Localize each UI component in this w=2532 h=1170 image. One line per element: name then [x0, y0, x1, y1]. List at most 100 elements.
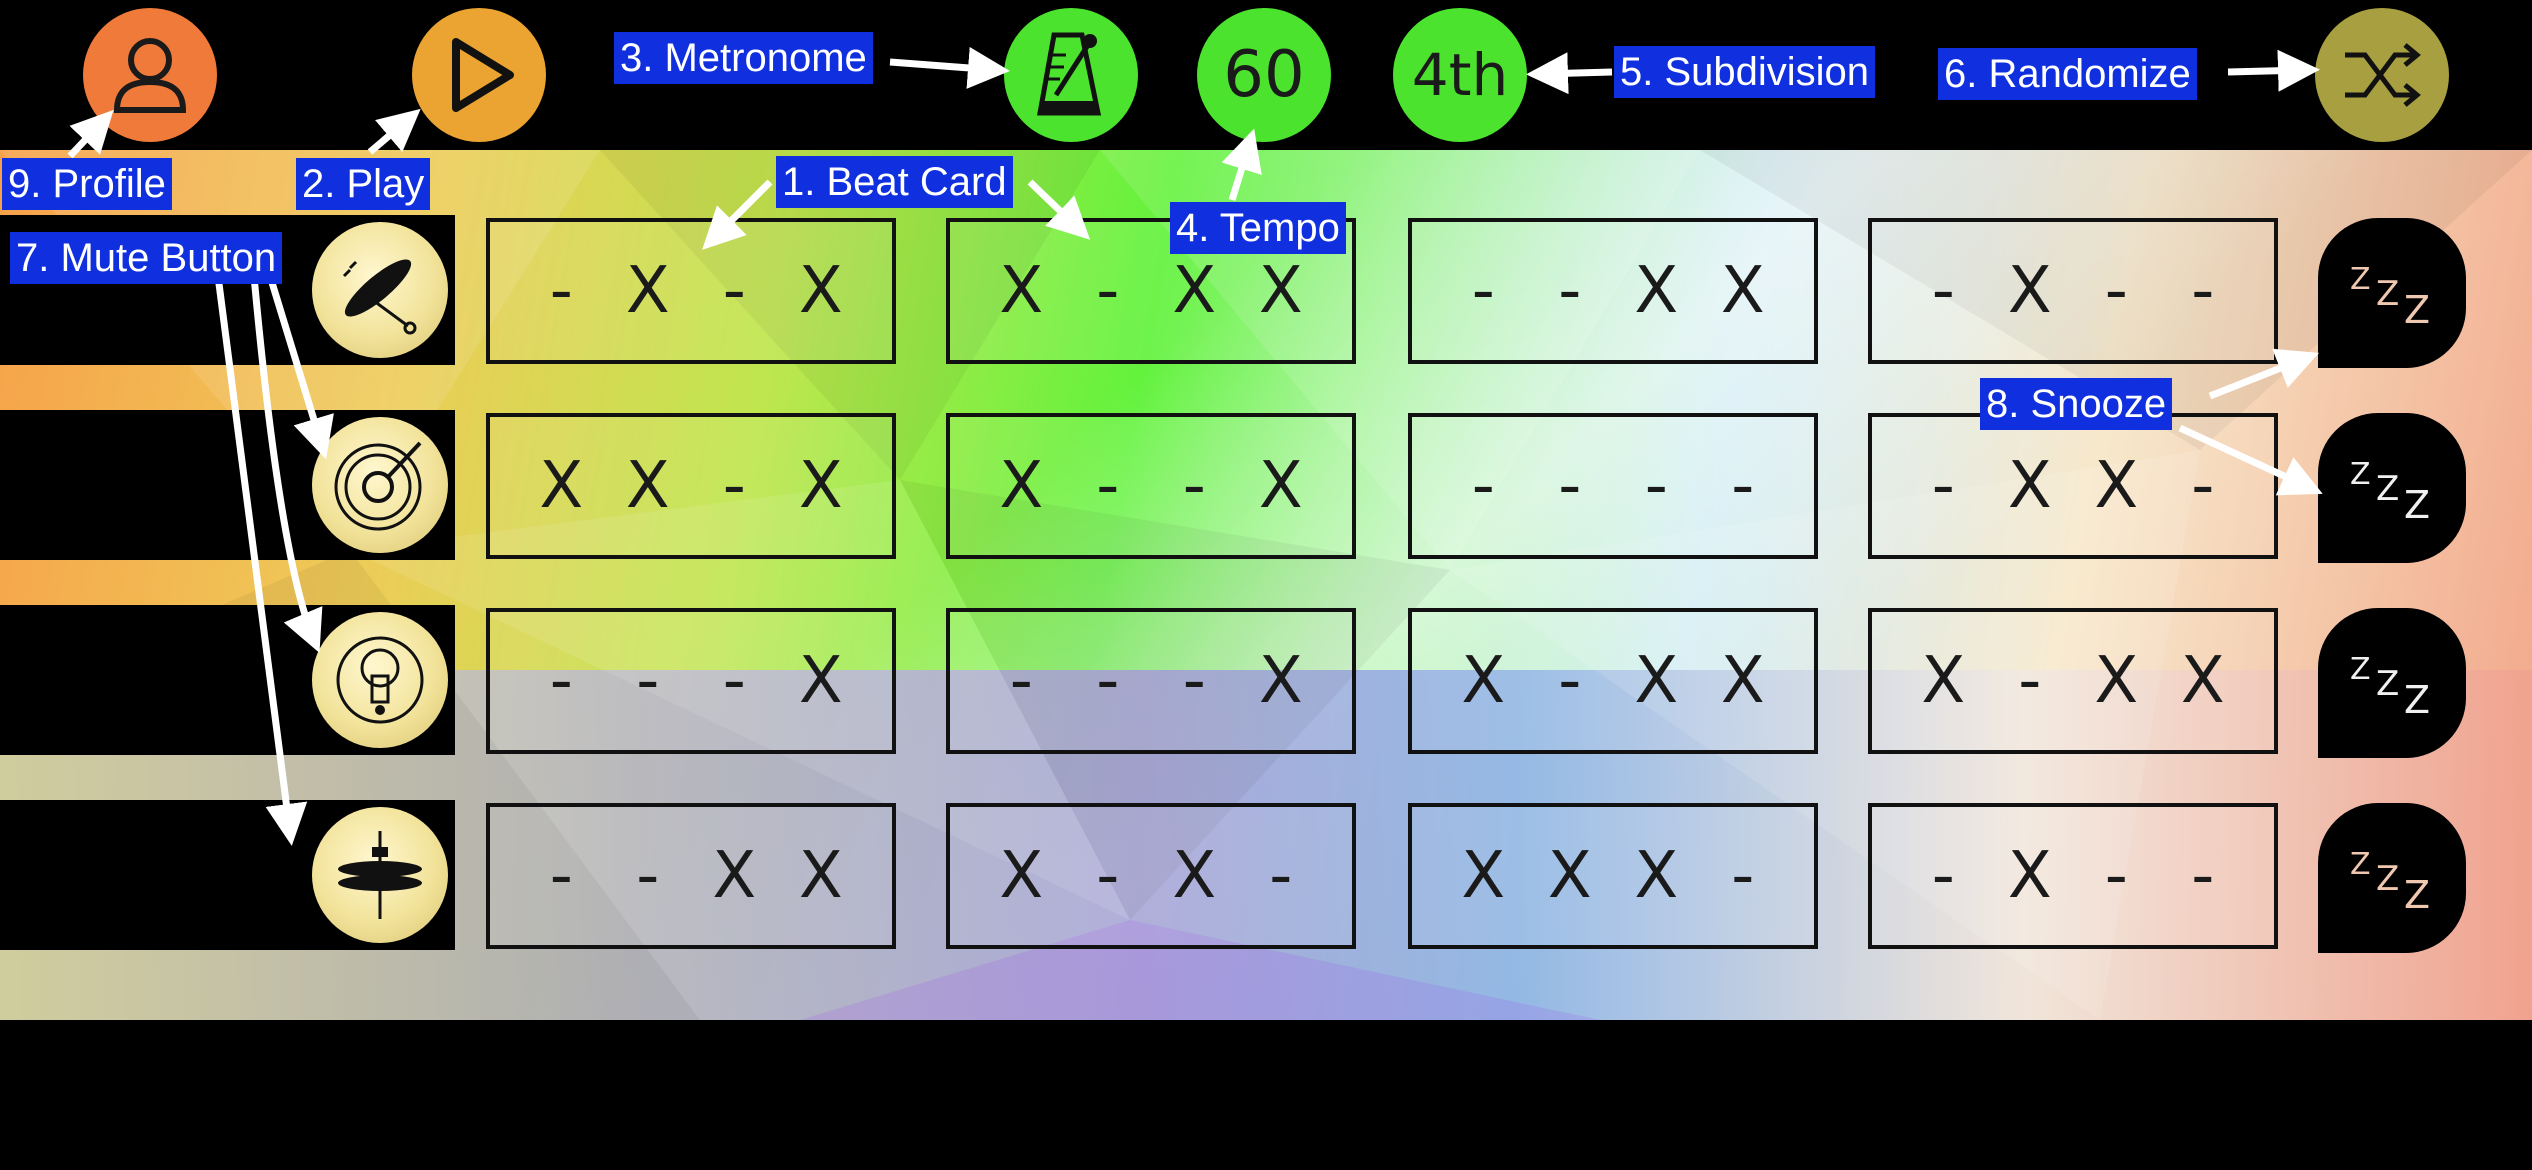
svg-text:Z: Z [2376, 274, 2399, 314]
beat-step: - [1931, 449, 1955, 523]
kick-drum-icon [336, 636, 424, 724]
beat-step: - [1269, 839, 1293, 913]
annotation-snooze: 8. Snooze [1980, 378, 2173, 430]
beat-step: X [798, 254, 843, 328]
beat-step: X [2007, 839, 2052, 913]
mute-button-kick[interactable] [312, 612, 448, 748]
beat-step: X [2007, 254, 2052, 328]
beat-step: - [2104, 254, 2128, 328]
beat-step: - [1644, 449, 1668, 523]
svg-text:Z: Z [2350, 847, 2371, 882]
svg-text:Z: Z [2350, 262, 2371, 297]
beat-step: X [1720, 644, 1765, 718]
snooze-button-2[interactable]: Z Z Z [2318, 413, 2466, 563]
beat-step: - [2191, 254, 2215, 328]
beat-step: - [1182, 449, 1206, 523]
beat-step: - [1558, 449, 1582, 523]
svg-text:Z: Z [2350, 457, 2371, 492]
beat-step: X [1547, 839, 1592, 913]
annotation-beat-card: 1. Beat Card [776, 156, 1013, 208]
beat-step: X [2007, 449, 2052, 523]
beat-step: - [549, 839, 573, 913]
beat-step: X [1258, 254, 1303, 328]
beat-step: X [1172, 254, 1217, 328]
beat-step: - [1096, 644, 1120, 718]
beat-step: - [1009, 644, 1033, 718]
subdivision-button[interactable]: 4th [1393, 8, 1527, 142]
svg-text:Z: Z [2350, 652, 2371, 687]
snooze-button-4[interactable]: Z Z Z [2318, 803, 2466, 953]
beat-card[interactable]: ---X [946, 608, 1356, 754]
beat-step: X [999, 839, 1044, 913]
beat-step: - [2191, 449, 2215, 523]
beat-step: X [2094, 644, 2139, 718]
beat-card[interactable]: -X-X [486, 218, 896, 364]
beat-step: X [1461, 644, 1506, 718]
annotation-randomize: 6. Randomize [1938, 48, 2197, 100]
beat-step: - [1931, 254, 1955, 328]
cymbal-stick-icon [342, 259, 417, 335]
subdivision-value: 4th [1411, 41, 1509, 109]
mute-button-hihat[interactable] [312, 807, 448, 943]
beat-step: - [1558, 644, 1582, 718]
beat-step: - [549, 254, 573, 328]
beat-step: X [1921, 644, 1966, 718]
beat-step: X [1461, 839, 1506, 913]
profile-button[interactable] [83, 8, 217, 142]
beat-step: - [1471, 449, 1495, 523]
mute-button-snare[interactable] [312, 417, 448, 553]
beat-card[interactable]: -X-- [1868, 218, 2278, 364]
beat-step: - [636, 644, 660, 718]
mute-button-cymbal[interactable] [312, 222, 448, 358]
beat-step: - [549, 644, 573, 718]
snooze-button-3[interactable]: Z Z Z [2318, 608, 2466, 758]
beat-card[interactable]: -X-- [1868, 803, 2278, 949]
play-button[interactable] [412, 8, 546, 142]
beat-step: - [1731, 839, 1755, 913]
annotation-mute-button: 7. Mute Button [10, 232, 283, 284]
beat-step: - [1931, 839, 1955, 913]
profile-icon [113, 38, 187, 113]
play-icon [452, 38, 514, 112]
beat-card[interactable]: ---- [1408, 413, 1818, 559]
beat-step: - [722, 254, 746, 328]
beat-step: X [1634, 839, 1679, 913]
beat-step: X [798, 644, 843, 718]
metronome-icon [1037, 32, 1102, 116]
beat-card[interactable]: X-X- [946, 803, 1356, 949]
svg-text:Z: Z [2376, 664, 2399, 704]
beat-step: - [2104, 839, 2128, 913]
beat-step: X [2180, 644, 2225, 718]
annotation-subdivision: 5. Subdivision [1614, 46, 1876, 98]
beat-step: - [636, 839, 660, 913]
beat-step: X [539, 449, 584, 523]
snooze-button-1[interactable]: Z Z Z [2318, 218, 2466, 368]
beat-step: - [2191, 839, 2215, 913]
annotation-profile: 9. Profile [2, 158, 172, 210]
snare-drum-icon [334, 441, 422, 531]
beat-step: - [1731, 449, 1755, 523]
tempo-button[interactable]: 60 [1197, 8, 1331, 142]
beat-step: X [1172, 839, 1217, 913]
randomize-button[interactable] [2315, 8, 2449, 142]
beat-step: - [1558, 254, 1582, 328]
svg-text:Z: Z [2404, 873, 2430, 917]
shuffle-icon [2345, 43, 2421, 107]
annotation-tempo: 4. Tempo [1170, 202, 1346, 254]
beat-step: X [625, 449, 670, 523]
beat-step: - [1096, 839, 1120, 913]
snooze-icon: Z Z Z [2350, 652, 2430, 722]
beat-step: X [999, 449, 1044, 523]
svg-text:Z: Z [2376, 469, 2399, 509]
beat-card[interactable]: X--X [946, 413, 1356, 559]
beat-card[interactable]: ---X [486, 608, 896, 754]
metronome-button[interactable] [1004, 8, 1138, 142]
beat-step: - [1471, 254, 1495, 328]
